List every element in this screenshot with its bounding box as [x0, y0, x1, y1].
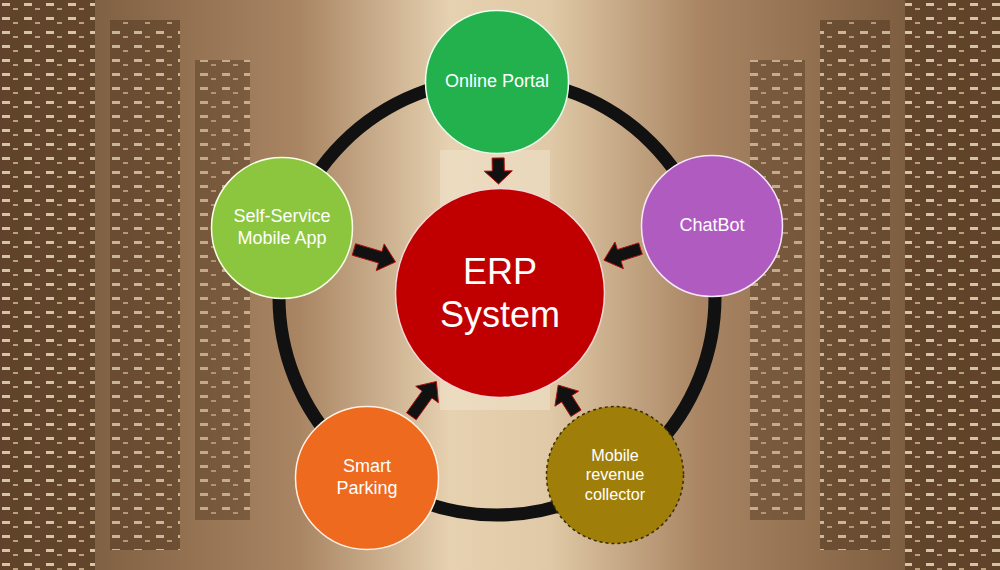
circle-outline	[394, 187, 606, 399]
module-label: Online Portal	[445, 71, 549, 93]
flow-arrow	[604, 242, 642, 269]
module-label: Smart Parking	[312, 456, 422, 499]
circle-shape	[547, 407, 684, 544]
node-content: ChatBot	[640, 154, 784, 298]
text-stack: Smart Parking	[312, 456, 422, 499]
module-label: Self-Service Mobile App	[232, 206, 332, 249]
node-content: Self-Service Mobile App	[210, 156, 354, 300]
module-circle: ChatBot	[640, 154, 784, 298]
circle-shape	[296, 407, 439, 550]
hub-circle: ERP System	[394, 187, 606, 399]
circle-shape	[212, 158, 353, 299]
module-label: Mobile revenue collector	[560, 446, 670, 504]
text-stack: ChatBot	[679, 215, 744, 237]
module-circle: Mobile revenue collector	[545, 405, 685, 545]
module-circle: Self-Service Mobile App	[210, 156, 354, 300]
flow-arrow	[555, 385, 581, 416]
module-label: ChatBot	[679, 215, 744, 237]
flow-arrow	[352, 244, 395, 271]
module-circle: Online Portal	[424, 9, 570, 155]
text-stack: Mobile revenue collector	[560, 446, 670, 504]
circle-shape	[642, 156, 783, 297]
flow-arrow	[407, 382, 439, 420]
node-content: Smart Parking	[294, 405, 440, 551]
circle-shape	[426, 11, 569, 154]
node-content: ERP System	[394, 187, 606, 399]
hub-label: ERP System	[410, 250, 590, 336]
module-circle: Smart Parking	[294, 405, 440, 551]
text-stack: ERP System	[410, 250, 590, 336]
circle-shape	[396, 189, 605, 398]
flow-arrow	[484, 158, 512, 184]
text-stack: Online Portal	[445, 71, 549, 93]
text-stack: Self-Service Mobile App	[232, 206, 332, 249]
node-content: Online Portal	[424, 9, 570, 155]
node-content: Mobile revenue collector	[545, 405, 685, 545]
